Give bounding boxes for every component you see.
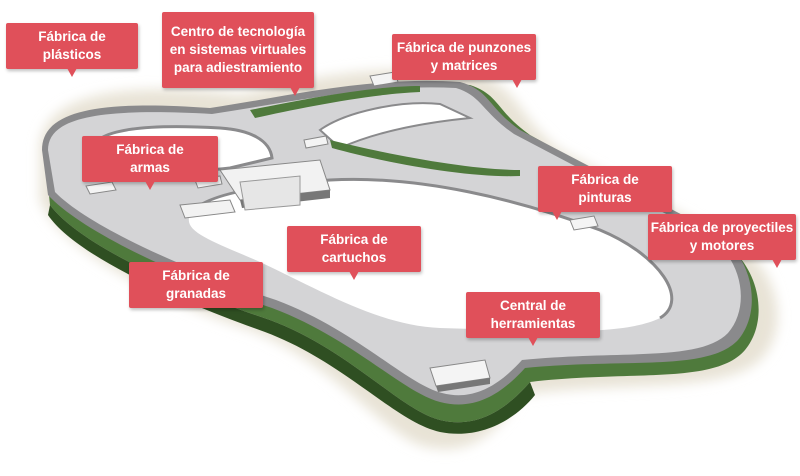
label-line: Fábrica de proyectiles bbox=[650, 220, 794, 235]
label-line: y motores bbox=[689, 238, 755, 253]
label-fabrica-punzones: Fábrica de punzones y matrices bbox=[392, 34, 536, 88]
label-line: para adiestramiento bbox=[173, 60, 303, 75]
label-centro-tecnologia: Centro de tecnología en sistemas virtuale… bbox=[162, 12, 314, 96]
label-fabrica-armas: Fábrica de armas bbox=[82, 136, 218, 190]
central-building bbox=[179, 159, 331, 219]
label-line: plásticos bbox=[42, 47, 102, 62]
label-line: herramientas bbox=[490, 316, 576, 331]
label-line: Fábrica de bbox=[116, 142, 184, 157]
label-line: Centro de tecnología bbox=[170, 24, 306, 39]
label-central-herramientas: Central de herramientas bbox=[466, 292, 600, 346]
label-line: en sistemas virtuales bbox=[169, 42, 307, 57]
label-fabrica-granadas: Fábrica de granadas bbox=[129, 262, 263, 308]
label-fabrica-cartuchos: Fábrica de cartuchos bbox=[287, 226, 421, 280]
label-line: Fábrica de bbox=[38, 29, 106, 44]
label-line: Fábrica de bbox=[320, 232, 388, 247]
label-line: Fábrica de bbox=[162, 268, 230, 283]
green-strip-right bbox=[330, 140, 520, 177]
label-line: cartuchos bbox=[321, 250, 387, 265]
label-line: pinturas bbox=[578, 190, 632, 205]
label-line: armas bbox=[130, 160, 170, 175]
label-fabrica-proyectiles: Fábrica de proyectiles y motores bbox=[648, 214, 796, 268]
label-line: granadas bbox=[165, 286, 227, 301]
label-fabrica-pinturas: Fábrica de pinturas bbox=[538, 166, 672, 220]
green-strip-top bbox=[250, 86, 420, 118]
label-line: Fábrica de punzones bbox=[396, 40, 532, 55]
label-line: Central de bbox=[499, 298, 566, 313]
label-fabrica-plasticos: Fábrica de plásticos bbox=[6, 23, 138, 77]
inner-loop-right bbox=[318, 102, 474, 150]
label-line: Fábrica de bbox=[571, 172, 639, 187]
label-line: y matrices bbox=[430, 58, 498, 73]
